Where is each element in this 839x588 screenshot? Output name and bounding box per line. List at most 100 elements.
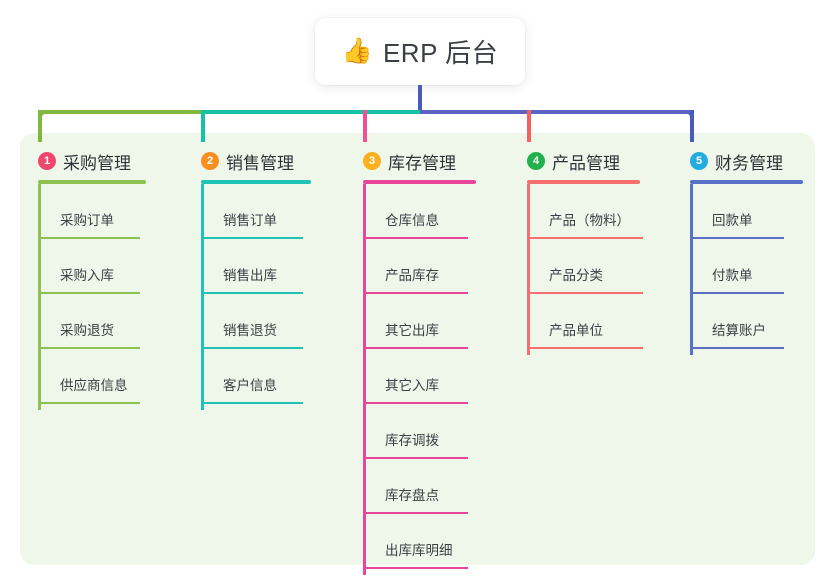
- leaf-node[interactable]: 采购订单: [38, 184, 150, 239]
- connector-drop-2: [201, 110, 205, 142]
- leaf-node-label: 销售出库: [223, 268, 277, 283]
- leaf-node-label: 销售退货: [223, 323, 277, 338]
- branch-spine: [363, 184, 366, 575]
- leaf-node-label: 销售订单: [223, 213, 277, 228]
- branch-header-3[interactable]: 3 库存管理: [363, 146, 456, 176]
- leaf-node-underline: [363, 567, 468, 569]
- leaf-node-underline: [38, 292, 140, 294]
- leaf-node[interactable]: 出库库明细: [363, 514, 478, 569]
- root-stem-connector: [418, 85, 422, 112]
- leaf-node-underline: [690, 347, 784, 349]
- leaf-node[interactable]: 其它入库: [363, 349, 478, 404]
- leaf-node[interactable]: 客户信息: [201, 349, 313, 404]
- leaf-node-underline: [527, 292, 643, 294]
- branch-number-badge: 5: [690, 152, 708, 170]
- leaf-node[interactable]: 销售出库: [201, 239, 313, 294]
- leaf-node-label: 采购订单: [60, 213, 114, 228]
- leaf-node-underline: [690, 237, 784, 239]
- leaf-node[interactable]: 付款单: [690, 239, 794, 294]
- branch-header-underline: [690, 180, 803, 184]
- leaf-node-underline: [201, 292, 303, 294]
- leaf-node-label: 采购退货: [60, 323, 114, 338]
- branch-title: 销售管理: [226, 153, 294, 173]
- leaf-node[interactable]: 仓库信息: [363, 184, 478, 239]
- diagram-background-panel: [20, 133, 815, 565]
- branch-number-badge: 1: [38, 152, 56, 170]
- leaf-node[interactable]: 产品单位: [527, 294, 653, 349]
- leaf-node[interactable]: 库存调拨: [363, 404, 478, 459]
- branch-title: 库存管理: [388, 153, 456, 173]
- leaf-node[interactable]: 产品（物料）: [527, 184, 653, 239]
- leaf-node[interactable]: 销售订单: [201, 184, 313, 239]
- leaf-node-label: 产品（物料）: [549, 213, 630, 228]
- leaf-node[interactable]: 回款单: [690, 184, 794, 239]
- branch-spine: [38, 184, 41, 410]
- branch-header-5[interactable]: 5 财务管理: [690, 146, 783, 176]
- branch-column-1: 1 采购管理采购订单采购入库采购退货供应商信息: [38, 146, 146, 410]
- leaf-node-label: 仓库信息: [385, 213, 439, 228]
- leaf-node-label: 回款单: [712, 213, 753, 228]
- leaf-node[interactable]: 结算账户: [690, 294, 794, 349]
- leaf-node-label: 产品单位: [549, 323, 603, 338]
- leaf-node-underline: [363, 457, 468, 459]
- branch-header-underline: [201, 180, 311, 184]
- leaf-node[interactable]: 供应商信息: [38, 349, 150, 404]
- branch-column-5: 5 财务管理回款单付款单结算账户: [690, 146, 803, 355]
- leaf-node-label: 其它入库: [385, 378, 439, 393]
- leaf-node[interactable]: 采购退货: [38, 294, 150, 349]
- branch-spine: [690, 184, 693, 355]
- branch-header-underline: [38, 180, 146, 184]
- leaf-node[interactable]: 采购入库: [38, 239, 150, 294]
- leaf-node-underline: [527, 237, 643, 239]
- leaf-node-label: 供应商信息: [60, 378, 128, 393]
- thumbs-up-icon: 👍: [341, 37, 373, 65]
- leaf-node-underline: [201, 237, 303, 239]
- leaf-node-underline: [363, 512, 468, 514]
- branch-header-underline: [363, 180, 476, 184]
- root-node[interactable]: 👍 ERP 后台: [315, 18, 525, 85]
- leaf-node-underline: [527, 347, 643, 349]
- leaf-node-label: 结算账户: [712, 323, 766, 338]
- branch-spine: [527, 184, 530, 355]
- leaf-node-label: 其它出库: [385, 323, 439, 338]
- root-node-title: ERP 后台: [382, 38, 499, 68]
- connector-drop-1: [38, 110, 42, 142]
- leaf-node-underline: [38, 402, 140, 404]
- branch-number-badge: 4: [527, 152, 545, 170]
- branch-header-2[interactable]: 2 销售管理: [201, 146, 294, 176]
- branch-column-2: 2 销售管理销售订单销售出库销售退货客户信息: [201, 146, 311, 410]
- leaf-node-label: 库存调拨: [385, 433, 439, 448]
- leaf-node-underline: [363, 347, 468, 349]
- leaf-node-label: 付款单: [712, 268, 753, 283]
- leaf-node-label: 产品库存: [385, 268, 439, 283]
- connector-bar-segment-1: [38, 110, 201, 114]
- leaf-node[interactable]: 库存盘点: [363, 459, 478, 514]
- connector-bar-segment-3: [420, 110, 690, 114]
- branch-number-badge: 2: [201, 152, 219, 170]
- leaf-node-underline: [201, 402, 303, 404]
- leaf-node-label: 出库库明细: [385, 543, 453, 558]
- leaf-node-label: 产品分类: [549, 268, 603, 283]
- leaf-node-label: 库存盘点: [385, 488, 439, 503]
- branch-title: 采购管理: [63, 153, 131, 173]
- connector-drop-5: [690, 110, 694, 142]
- connector-bar-segment-2: [201, 110, 420, 114]
- leaf-node[interactable]: 销售退货: [201, 294, 313, 349]
- leaf-node[interactable]: 产品库存: [363, 239, 478, 294]
- leaf-node-label: 采购入库: [60, 268, 114, 283]
- branch-title: 财务管理: [715, 153, 783, 173]
- leaf-node[interactable]: 产品分类: [527, 239, 653, 294]
- connector-drop-4: [527, 110, 531, 142]
- leaf-node-underline: [363, 237, 468, 239]
- leaf-node-underline: [690, 292, 784, 294]
- leaf-node-underline: [363, 292, 468, 294]
- leaf-node[interactable]: 其它出库: [363, 294, 478, 349]
- connector-drop-3: [363, 110, 367, 142]
- leaf-node-underline: [38, 237, 140, 239]
- branch-column-3: 3 库存管理仓库信息产品库存其它出库其它入库库存调拨库存盘点出库库明细: [363, 146, 476, 575]
- branch-header-1[interactable]: 1 采购管理: [38, 146, 131, 176]
- branch-number-badge: 3: [363, 152, 381, 170]
- branch-spine: [201, 184, 204, 410]
